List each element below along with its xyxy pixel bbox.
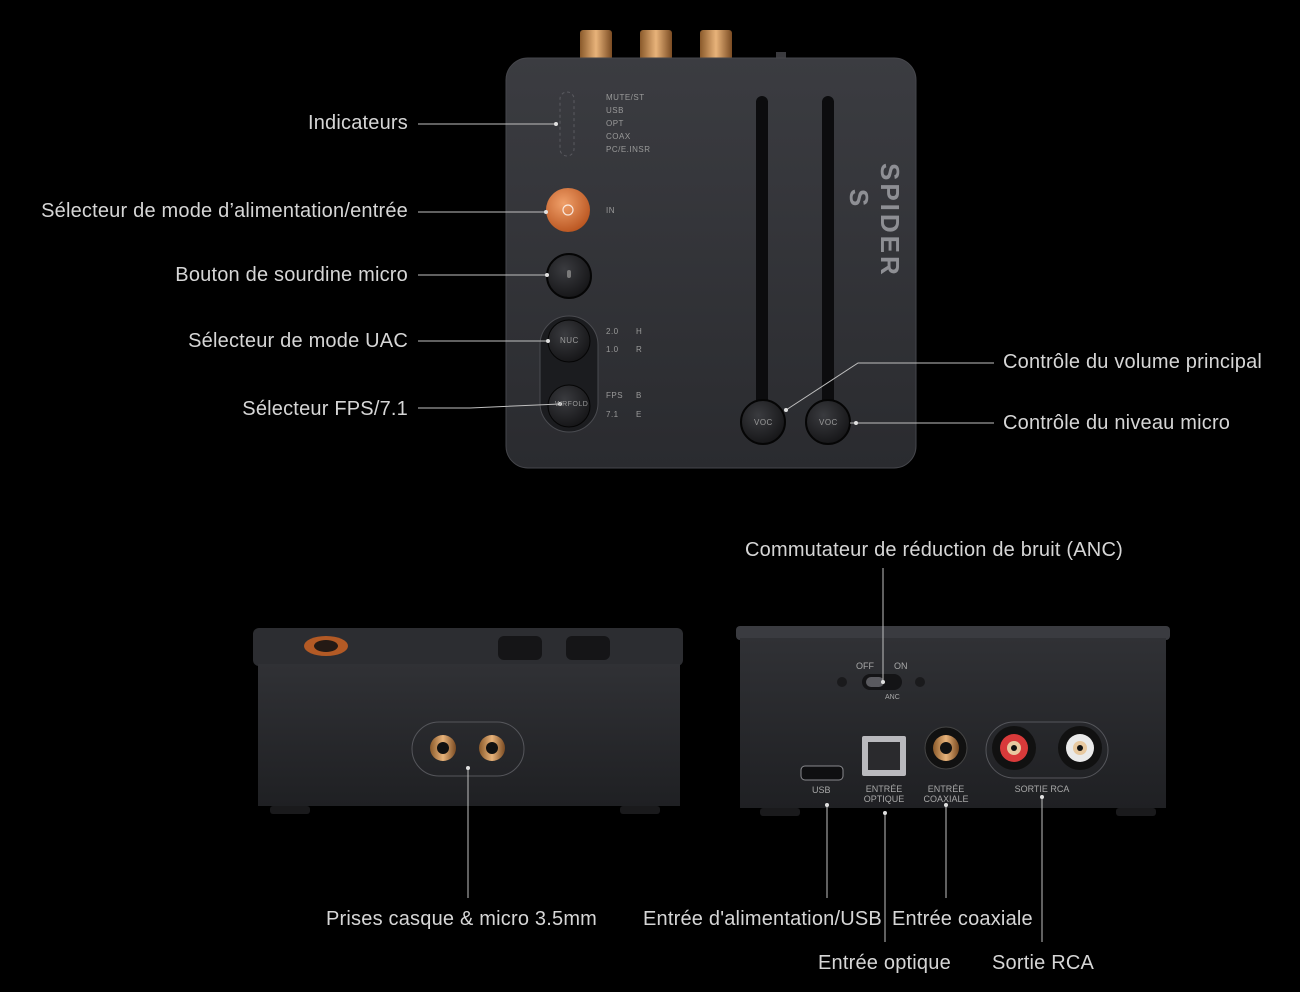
callout-fps-71: Sélecteur FPS/7.1 (242, 398, 408, 421)
callout-jacks: Prises casque & micro 3.5mm (326, 908, 597, 931)
port-optical-label: ENTRÉE OPTIQUE (858, 784, 910, 804)
uac-side-1: R (636, 345, 642, 354)
fps-side-1: E (636, 410, 642, 419)
fps-button-label: WRFOLD (555, 401, 588, 408)
uac-button-label: NUC (560, 336, 579, 345)
fps-side-0: B (636, 391, 642, 400)
indicator-label-2: OPT (606, 119, 624, 128)
port-rca-label: SORTIE RCA (1000, 784, 1084, 794)
indicator-label-4: PC/E.INSR (606, 145, 651, 154)
callout-master-volume: Contrôle du volume principal (1003, 351, 1262, 374)
port-coax-label: ENTRÉE COAXIALE (918, 784, 974, 804)
port-usb-label: USB (812, 785, 831, 795)
callout-anc-switch: Commutateur de réduction de bruit (ANC) (745, 539, 1123, 562)
callout-mic-level: Contrôle du niveau micro (1003, 412, 1230, 435)
knob-left-label: VOC (754, 418, 773, 427)
fps-option-1: 7.1 (606, 410, 619, 419)
callout-uac-mode: Sélecteur de mode UAC (188, 330, 408, 353)
callout-indicators: Indicateurs (308, 112, 408, 135)
usb-port (801, 766, 843, 780)
uac-side-0: H (636, 327, 642, 336)
mic-level-slider-track (822, 96, 834, 426)
anc-text: ANC (885, 693, 900, 703)
callout-power-input-mode: Sélecteur de mode d’alimentation/entrée (41, 200, 408, 223)
callout-power-usb: Entrée d'alimentation/USB (643, 908, 882, 931)
callout-coaxial: Entrée coaxiale (892, 908, 1033, 931)
callout-rca: Sortie RCA (992, 952, 1094, 975)
indicator-label-3: COAX (606, 132, 631, 141)
anc-on-label: ON (894, 661, 908, 671)
knob-right-label: VOC (819, 418, 838, 427)
callout-mic-mute: Bouton de sourdine micro (175, 264, 408, 287)
master-volume-slider-track (756, 96, 768, 426)
power-input-button (546, 188, 590, 232)
uac-option-1: 1.0 (606, 345, 619, 354)
anc-off-label: OFF (856, 661, 874, 671)
power-in-label: IN (606, 206, 615, 215)
fps-option-0: FPS (606, 391, 623, 400)
callout-optical: Entrée optique (818, 952, 951, 975)
brand-logo: SPIDER S (843, 163, 905, 235)
uac-option-0: 2.0 (606, 327, 619, 336)
indicator-label-1: USB (606, 106, 624, 115)
indicator-label-0: MUTE/ST (606, 93, 645, 102)
